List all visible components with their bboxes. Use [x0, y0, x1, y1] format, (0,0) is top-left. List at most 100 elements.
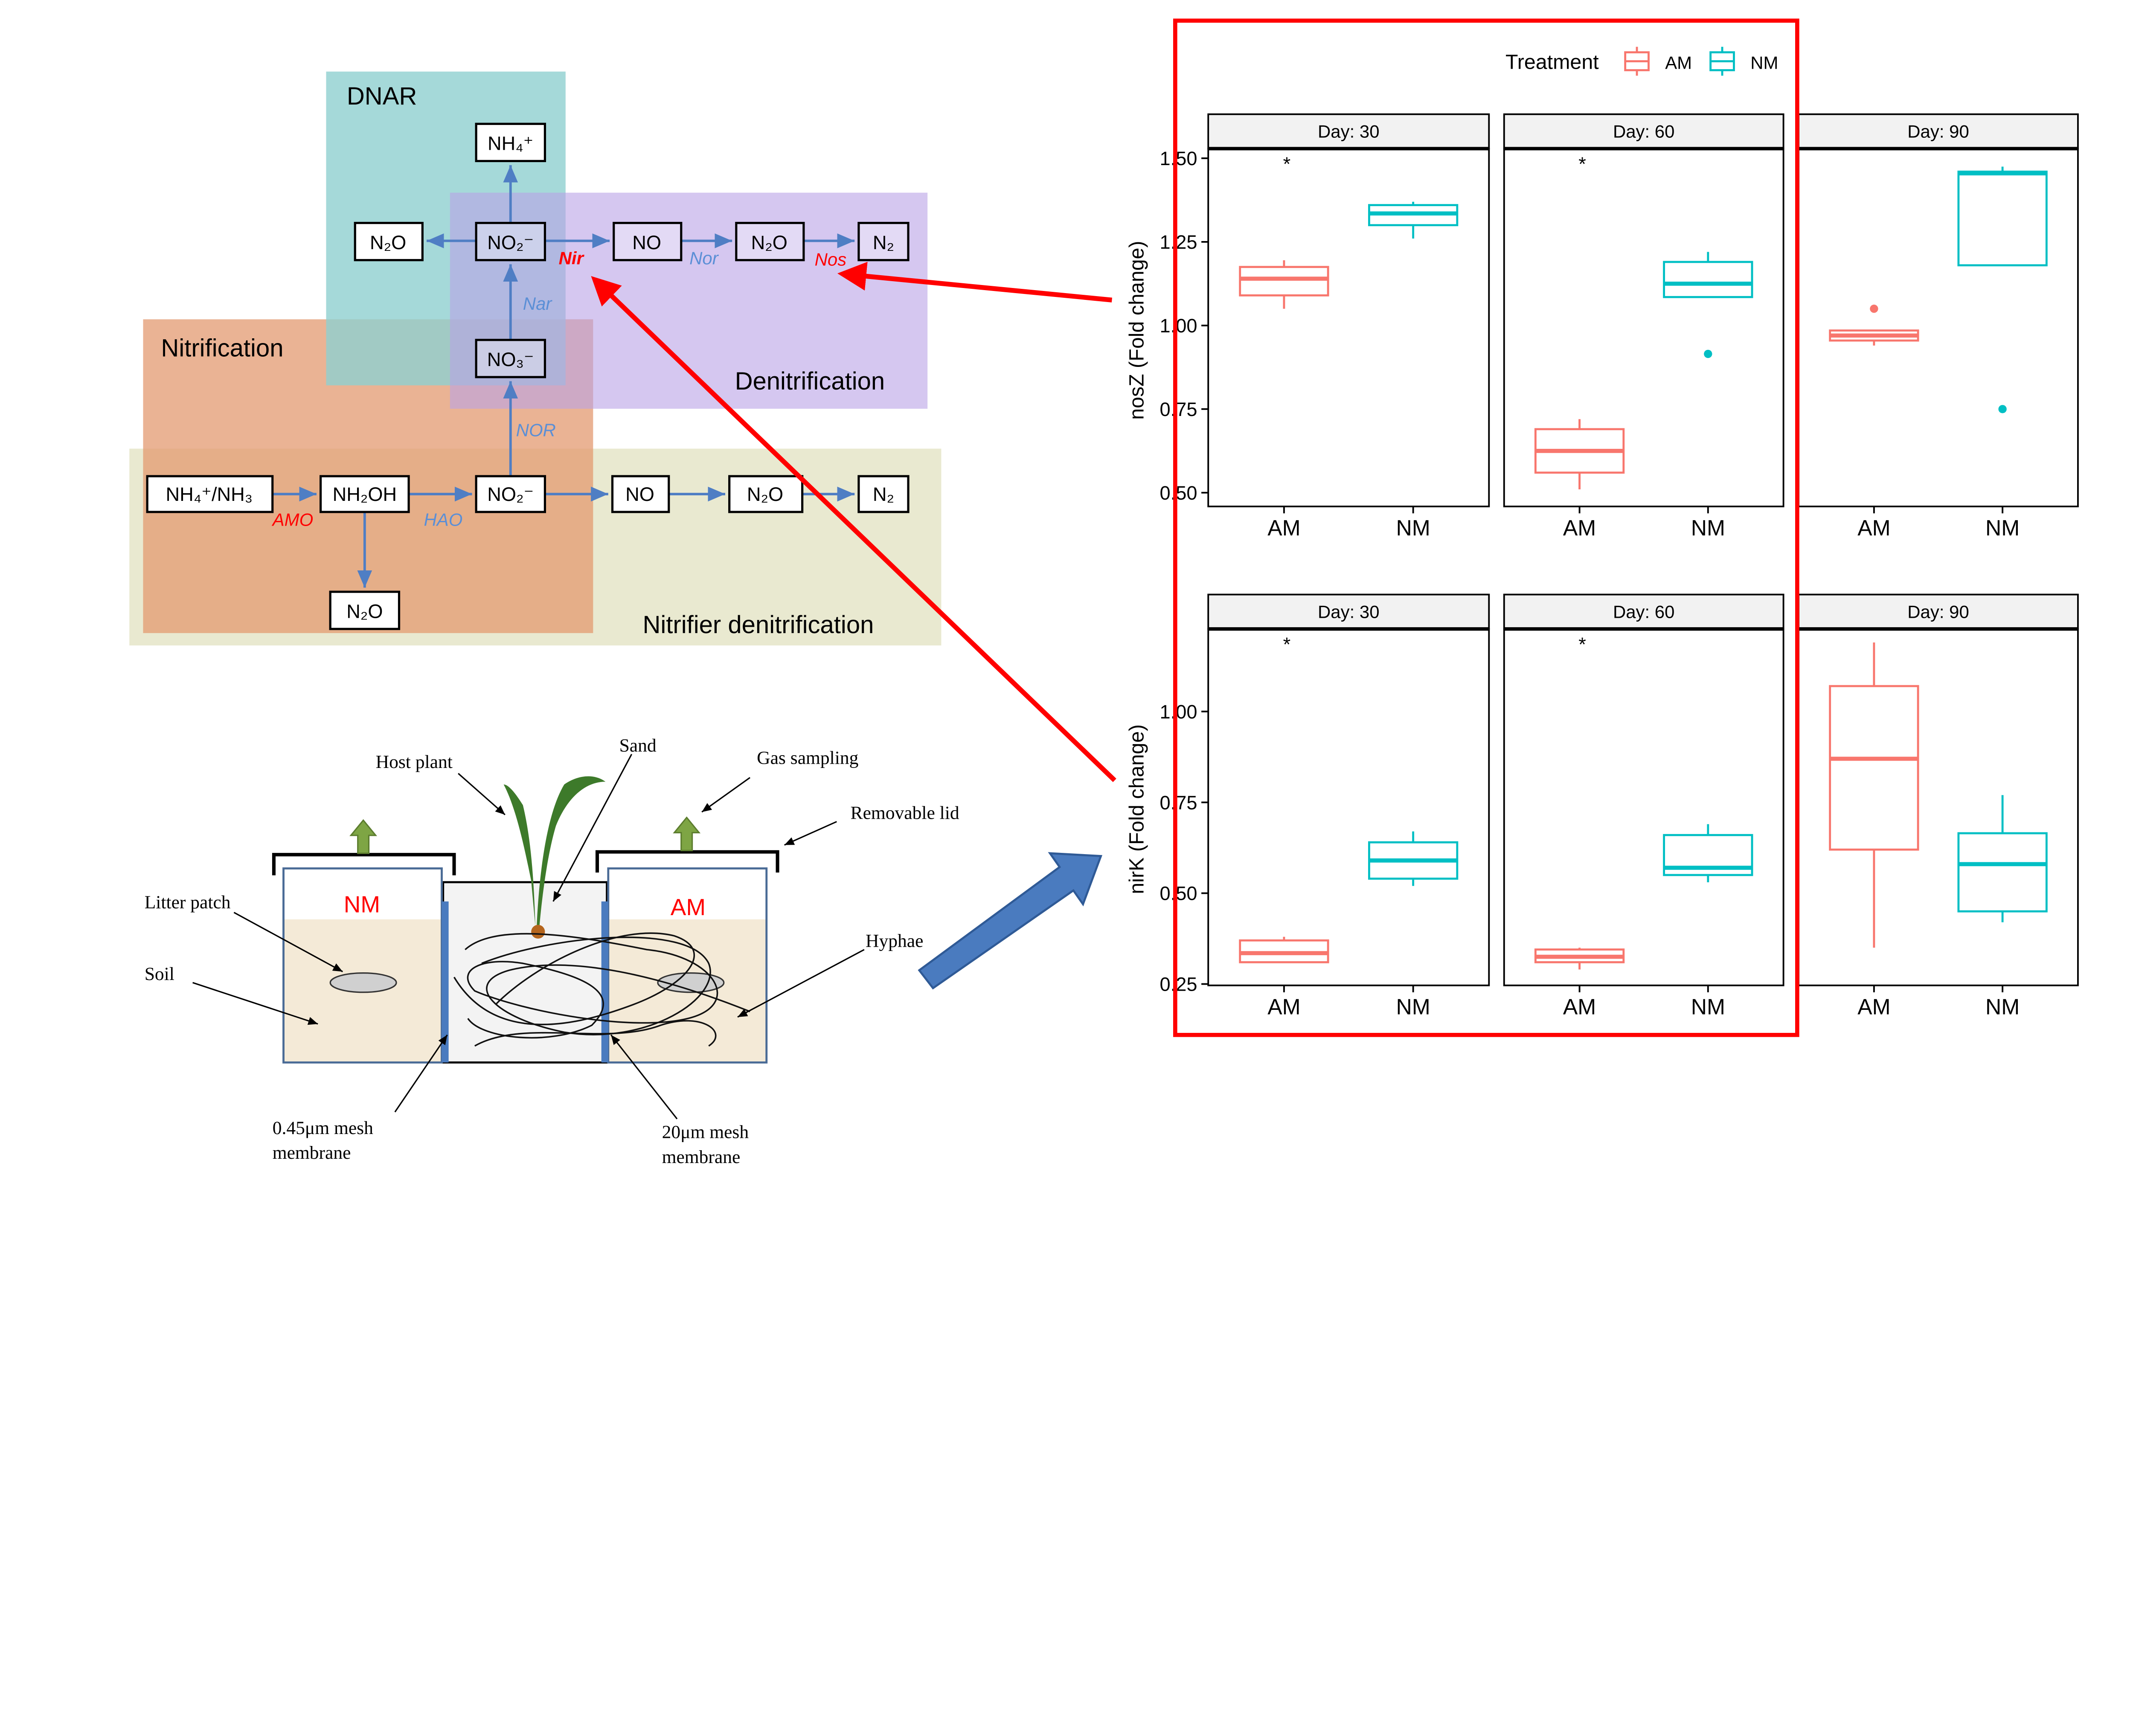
node-n2o-left: N₂O: [354, 221, 424, 262]
label-gas-sampling: Gas sampling: [757, 747, 858, 768]
node-no2-top: NO₂⁻: [475, 221, 546, 262]
node-n2o-top: N₂O: [735, 221, 805, 262]
region-label-denitrification: Denitrification: [735, 367, 885, 395]
enzyme-nar: Nar: [523, 294, 553, 314]
facet-strip-label: Day: 30: [1318, 122, 1379, 142]
plot-area: [1207, 628, 1490, 986]
box-nm: [1957, 166, 2048, 413]
label-mesh-20-membrane: membrane: [662, 1147, 741, 1167]
legend-key-nm-icon: [1709, 47, 1735, 76]
node-nh4-top: NH₄⁺: [475, 122, 546, 162]
sand-compartment: [442, 881, 608, 1064]
enzyme-nor: Nor: [689, 248, 719, 268]
box-nm: [1663, 252, 1753, 358]
facet-strip: [1503, 113, 1784, 150]
label-soil: Soil: [145, 964, 174, 984]
nitrogen-pathway-diagram: DNAR Nitrification Denitrification Nitri…: [129, 71, 942, 646]
significance-asterisk: *: [1283, 153, 1291, 175]
label-litter-patch: Litter patch: [145, 892, 231, 913]
facet-strip-label: Day: 60: [1613, 122, 1674, 142]
boxplot-charts: nosZ (Fold change)0.500.751.001.251.50Da…: [1125, 113, 2079, 1019]
facet-panel-day-60: Day: 60 * AM NM: [1503, 113, 1784, 540]
y-tick-label: 1.25: [1160, 231, 1197, 253]
label-sand: Sand: [619, 735, 657, 756]
legend-key-am-icon: [1624, 47, 1650, 76]
box-am: [1829, 642, 1919, 948]
box-nm: [1368, 201, 1459, 239]
plot-area: [1207, 148, 1490, 508]
x-tick-label: AM: [1563, 515, 1596, 540]
node-n2-bottom: N₂: [857, 475, 910, 513]
box-am: [1829, 305, 1919, 346]
x-tick-label: NM: [1985, 515, 2020, 540]
red-arrow-nos: [837, 262, 1112, 302]
outlier-point: [1704, 349, 1712, 358]
node-nh4-nh3: NH₄⁺/NH₃: [146, 475, 274, 513]
x-tick-label: NM: [1691, 994, 1725, 1019]
mesh-045-strip: [442, 901, 449, 1063]
y-tick-label: 1.00: [1160, 315, 1197, 337]
box-am: [1534, 948, 1625, 970]
mesh-20-strip: [601, 901, 608, 1063]
box-iqr: [1663, 261, 1753, 298]
x-tick-label: NM: [1396, 515, 1430, 540]
label-mesh-045: 0.45μm mesh: [273, 1118, 373, 1138]
node-label: N₂: [873, 232, 894, 253]
legend: Treatment AM NM: [1505, 47, 1778, 76]
legend-label-nm: NM: [1750, 52, 1778, 73]
node-label: NO₂⁻: [487, 232, 534, 253]
node-label: NH₄⁺: [488, 133, 534, 154]
box-iqr: [1957, 170, 2048, 267]
box-nm: [1663, 824, 1753, 882]
node-label: NO₂⁻: [487, 483, 534, 505]
node-no3: NO₃⁻: [475, 339, 546, 378]
right-lid: [595, 850, 779, 873]
x-tick-label: NM: [1396, 994, 1430, 1019]
node-label: NO: [632, 232, 661, 253]
node-no2-bottom: NO₂⁻: [475, 475, 546, 513]
boxplot-0: nosZ (Fold change)0.500.751.001.251.50Da…: [1125, 113, 2079, 540]
pointer-arrow-icon: [918, 852, 1103, 990]
node-nh2oh: NH₂OH: [320, 475, 410, 513]
highlight-frame: [1173, 18, 1799, 1037]
am-compartment-label: AM: [671, 894, 706, 920]
region-label-dnar: DNAR: [347, 82, 417, 110]
y-axis-label: nosZ (Fold change): [1125, 241, 1148, 419]
y-tick-label: 0.50: [1160, 482, 1197, 504]
litter-patch-right: [657, 972, 725, 993]
x-tick-label: NM: [1691, 515, 1725, 540]
facet-strip-label: Day: 90: [1907, 122, 1969, 142]
outlier-point: [1998, 405, 2007, 413]
box-am: [1239, 936, 1329, 963]
y-tick-label: 0.75: [1160, 792, 1197, 814]
node-label: N₂: [873, 483, 894, 505]
left-lid: [272, 853, 456, 875]
node-n2o-bottom: N₂O: [728, 475, 804, 513]
node-label: NO: [625, 483, 654, 505]
facet-strip-label: Day: 30: [1318, 602, 1379, 622]
experimental-setup-diagram: NM AM Host plant Sand Gas sampling Remov…: [145, 735, 959, 1167]
label-removable-lid: Removable lid: [851, 803, 959, 823]
label-host-plant: Host plant: [376, 752, 453, 772]
region-label-nitrification: Nitrification: [161, 334, 283, 362]
facet-strip: [1503, 593, 1784, 630]
y-tick-label: 1.00: [1160, 701, 1197, 723]
facet-strip-label: Day: 90: [1907, 602, 1969, 622]
box-iqr: [1829, 685, 1919, 851]
significance-asterisk: *: [1578, 153, 1586, 175]
node-label: NH₄⁺/NH₃: [166, 483, 253, 505]
significance-asterisk: *: [1578, 634, 1586, 655]
enzyme-nos: Nos: [815, 250, 847, 270]
box-am: [1534, 419, 1625, 489]
facet-strip: [1207, 113, 1490, 150]
gas-arrow-icon-left: [349, 819, 378, 854]
facet-strip: [1207, 593, 1490, 630]
host-plant-icon: [503, 776, 606, 939]
node-n2o-low: N₂O: [329, 590, 401, 630]
node-label: N₂O: [751, 232, 788, 253]
